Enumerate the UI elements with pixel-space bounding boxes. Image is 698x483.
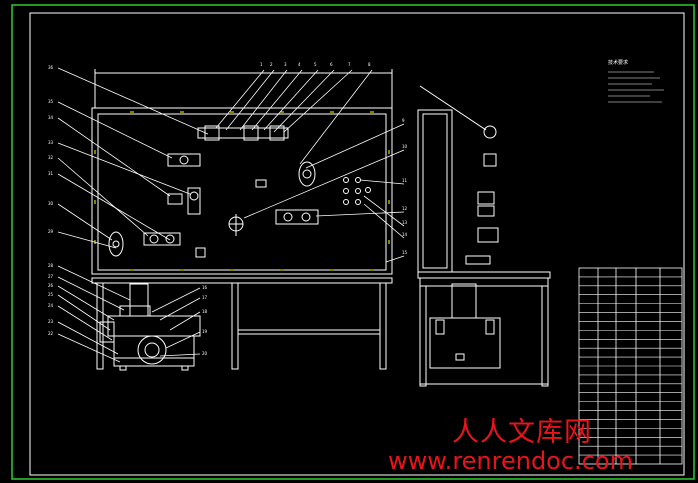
svg-text:7: 7: [348, 62, 351, 67]
svg-text:13: 13: [402, 220, 408, 225]
svg-text:2: 2: [270, 62, 273, 67]
svg-text:31: 31: [48, 171, 54, 176]
svg-text:26: 26: [48, 283, 54, 288]
svg-text:29: 29: [48, 229, 54, 234]
svg-text:15: 15: [402, 250, 408, 255]
outer-frame: [11, 4, 695, 480]
svg-text:30: 30: [48, 201, 54, 206]
svg-text:1: 1: [260, 62, 263, 67]
svg-text:18: 18: [202, 309, 208, 314]
svg-text:33: 33: [48, 140, 54, 145]
svg-text:20: 20: [202, 351, 208, 356]
leaders-right: [151, 123, 405, 357]
svg-text:27: 27: [48, 274, 54, 279]
board-outline: [91, 107, 393, 275]
svg-text:5: 5: [314, 62, 317, 67]
front-view: [91, 69, 393, 371]
svg-text:19: 19: [202, 329, 208, 334]
leaders-left: [57, 67, 209, 363]
svg-text:24: 24: [48, 303, 54, 308]
leaders-top: [215, 69, 373, 165]
watermark-url[interactable]: www.renrendoc.com: [388, 447, 633, 475]
notes-block: 技术要求: [608, 59, 664, 103]
svg-text:技术要求: 技术要求: [608, 59, 628, 66]
board-inner: [97, 113, 387, 271]
svg-text:12: 12: [402, 206, 408, 211]
svg-text:16: 16: [202, 285, 208, 290]
svg-text:35: 35: [48, 99, 54, 104]
side-view: [417, 85, 551, 387]
svg-text:34: 34: [48, 115, 54, 120]
svg-text:28: 28: [48, 263, 54, 268]
svg-text:3: 3: [284, 62, 287, 67]
svg-text:25: 25: [48, 292, 54, 297]
svg-text:8: 8: [368, 62, 371, 67]
svg-text:17: 17: [202, 295, 208, 300]
svg-text:36: 36: [48, 65, 54, 70]
board-screws: [94, 111, 390, 271]
table-top: [91, 277, 393, 284]
svg-text:4: 4: [298, 62, 301, 67]
svg-text:6: 6: [330, 62, 333, 67]
svg-text:10: 10: [402, 144, 408, 149]
svg-text:22: 22: [48, 331, 54, 336]
svg-text:14: 14: [402, 232, 408, 237]
svg-text:32: 32: [48, 155, 54, 160]
svg-text:23: 23: [48, 319, 54, 324]
watermark-chinese: 人人文库网: [452, 417, 592, 448]
svg-text:9: 9: [402, 118, 405, 123]
title-block-rows: [579, 276, 682, 456]
inner-frame: [29, 12, 685, 476]
svg-text:11: 11: [402, 178, 408, 183]
